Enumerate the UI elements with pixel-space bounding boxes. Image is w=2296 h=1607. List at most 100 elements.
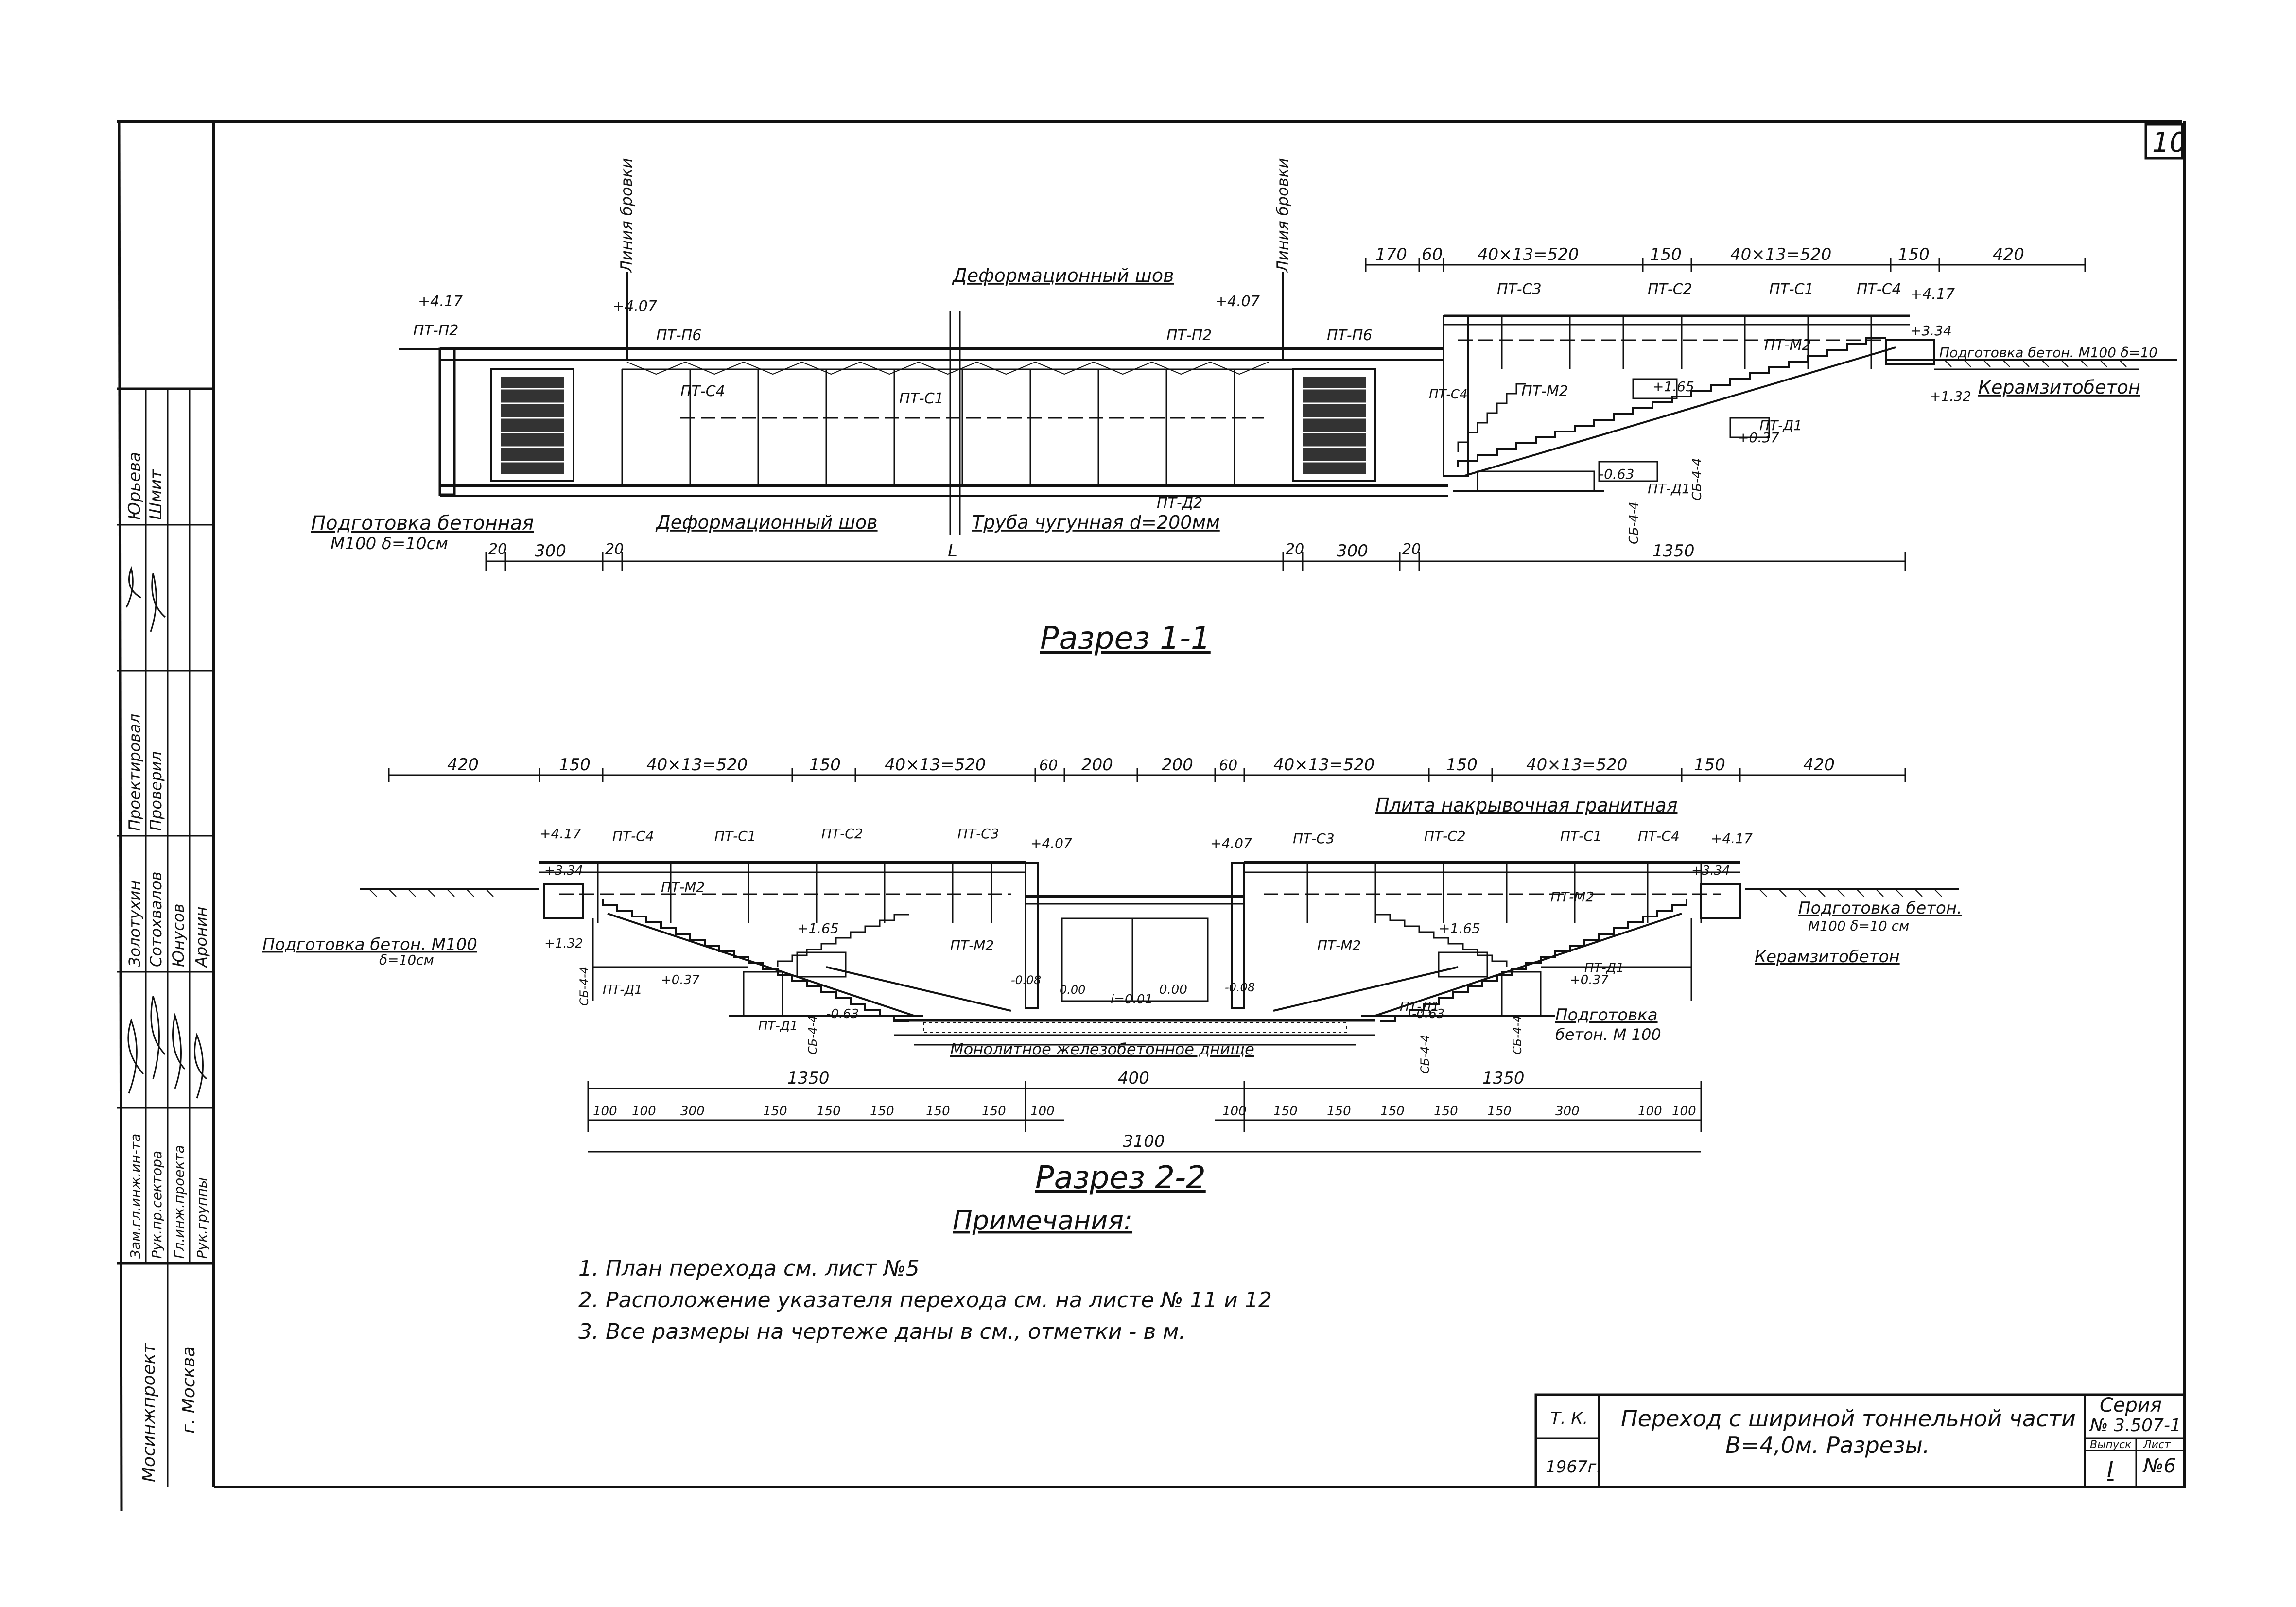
s1-dim-top-0: 170 — [1375, 245, 1407, 264]
tb-sheet-value: №6 — [2142, 1455, 2176, 1477]
tb-year: 1967г. — [1546, 1457, 1601, 1477]
s2-mark-16: 0.00 — [1159, 983, 1187, 997]
s2-sd-l-1: 100 — [632, 1104, 656, 1119]
s1-el-12: ПТ-М2 — [1764, 337, 1811, 354]
s1-prep: Подготовка бетонная — [311, 512, 534, 535]
s1-dim-top-4: 40×13=520 — [1730, 245, 1831, 264]
s2-mark-12: -0.63 — [1412, 1007, 1444, 1021]
s2-dim-top-5: 60 — [1039, 757, 1058, 774]
s1-dim-bot-3: L — [948, 541, 957, 561]
s1-keramz: Керамзитобетон — [1978, 377, 2140, 398]
s2-sd-l-4: 150 — [817, 1104, 841, 1119]
s2-mark-17: i=0.01 — [1111, 992, 1153, 1007]
s1-dim-top-3: 150 — [1650, 245, 1682, 264]
s2-el-3: ПТ-С3 — [957, 826, 999, 842]
s2-el-11: ПТ-С4 — [1638, 828, 1680, 844]
s1-prep-right: Подготовка бетон. М100 δ=10 — [1939, 345, 2157, 361]
s2-dim-top-11: 40×13=520 — [1526, 755, 1627, 775]
s2-sd-r-6: 300 — [1555, 1104, 1580, 1119]
s2-el-5: ПТ-М2 — [950, 937, 994, 953]
s1-dim-bot-0: 20 — [488, 541, 507, 558]
s1-mark-2: +4.07 — [1215, 293, 1260, 310]
s2-dim-top-10: 150 — [1446, 755, 1478, 775]
s2-prep-right-sub: М100 δ=10 см — [1808, 918, 1909, 934]
s2-el-8: ПТ-С3 — [1293, 830, 1335, 847]
s2-mark-9: +0.37 — [661, 973, 700, 987]
s1-el-17: СБ-4-4 — [1627, 501, 1641, 544]
s2-dim-top-12: 150 — [1694, 755, 1725, 775]
s2-sd-r-4: 150 — [1434, 1104, 1458, 1119]
s1-el-14: ПТ-Д1 — [1759, 417, 1802, 433]
s2-dim-top-2: 40×13=520 — [646, 755, 748, 775]
s1-line-rails-1: Линия бровки — [617, 158, 636, 273]
s2-sd-r-3: 150 — [1380, 1104, 1405, 1119]
s2-prep-right: Подготовка бетон. — [1798, 899, 1962, 918]
s2-sd-l-2: 300 — [680, 1104, 705, 1119]
s1-dim-bot-4: 20 — [1286, 541, 1304, 558]
tb-tk: Т. К. — [1550, 1409, 1588, 1428]
s2-mark-2: +4.07 — [1030, 835, 1072, 851]
s2-el-14: ПТ-Д1 — [1400, 1000, 1440, 1014]
s1-el-5: ПТ-П6 — [1327, 327, 1372, 344]
s1-el-6: ПТ-С4 — [1429, 387, 1468, 402]
s1-dim-bot-7: 1350 — [1652, 541, 1695, 561]
s2-el-1: ПТ-С1 — [714, 828, 756, 844]
s2-mark-3: +4.07 — [1210, 835, 1252, 851]
section-1-title: Разрез 1-1 — [1040, 621, 1211, 657]
s2-dim-top-9: 40×13=520 — [1273, 755, 1374, 775]
s2-dim-top-3: 150 — [809, 755, 841, 775]
s2-sd-r-7: 100 — [1638, 1104, 1662, 1119]
s2-mark-1: +3.34 — [544, 864, 583, 878]
tb-issue-label: Выпуск — [2090, 1439, 2132, 1451]
tb-sheet-label: Лист — [2143, 1439, 2171, 1451]
s2-sd-r-1: 150 — [1273, 1104, 1298, 1119]
stamp-org: Мосинжпроект — [139, 1343, 159, 1482]
s1-mark-7: +0.37 — [1738, 430, 1779, 446]
sheet-number-box: 10 — [2144, 123, 2187, 160]
section-1-1: 170 60 40×13=520 150 40×13=520 150 420 2… — [311, 158, 2177, 571]
stamp-name-2: Сотохвалов — [147, 872, 165, 967]
s2-dim-top-8: 60 — [1219, 757, 1237, 774]
stamp-city: г. Москва — [179, 1346, 199, 1434]
s1-def-seam-bottom: Деформационный шов — [655, 512, 878, 533]
section-2-title: Разрез 2-2 — [1035, 1160, 1206, 1196]
s2-el-6: ПТ-Д1 — [603, 983, 643, 997]
notes-item-1: 1. План перехода см. лист №5 — [578, 1256, 920, 1281]
s1-el-16: СБ-4-4 — [1690, 458, 1705, 501]
stamp-vname-2: Шмит — [146, 469, 166, 520]
s1-mark-6: +1.32 — [1930, 388, 1971, 404]
s2-el-15: ПТ-Д1 — [1584, 961, 1624, 975]
s2-el-7: ПТ-Д1 — [758, 1019, 798, 1034]
s1-dim-bot-2: 20 — [605, 541, 624, 558]
s2-el-12: ПТ-М2 — [1550, 889, 1594, 905]
s2-el-0: ПТ-С4 — [612, 828, 654, 844]
s2-sd-r-8: 100 — [1672, 1104, 1696, 1119]
s1-el-11: ПТ-С4 — [1857, 281, 1901, 298]
s1-el-2: ПТ-С4 — [680, 383, 725, 400]
s2-sd-l-7: 150 — [982, 1104, 1006, 1119]
s2-prep-left-sub: δ=10см — [379, 952, 434, 968]
s2-small-dims-right: 100 150 150 150 150 150 300 100 100 — [1222, 1104, 1696, 1119]
s2-mark-7: +1.65 — [1439, 920, 1480, 936]
sheet-number: 10 — [2152, 127, 2187, 158]
s2-el-2: ПТ-С2 — [821, 826, 863, 842]
notes: Примечания: 1. План перехода см. лист №5… — [578, 1205, 1272, 1344]
s1-def-seam-top: Деформационный шов — [952, 265, 1174, 286]
s2-dim-top-0: 420 — [447, 755, 479, 775]
s1-dim-bot-1: 300 — [535, 541, 566, 561]
s2-mark-10: +0.37 — [1570, 973, 1609, 987]
s2-sd-l-0: 100 — [593, 1104, 617, 1119]
s2-monolith: Монолитное железобетонное днище — [950, 1040, 1254, 1058]
s2-mark-4: +4.17 — [1711, 830, 1753, 847]
s2-mark-5: +3.34 — [1691, 864, 1730, 878]
s2-el-17: СБ-4-4 — [806, 1015, 819, 1054]
s2-sd-l-8: 100 — [1030, 1104, 1055, 1119]
s1-mark-3: +4.17 — [1910, 286, 1955, 303]
s2-el-19: СБ-4-4 — [1511, 1015, 1524, 1054]
s1-dim-bot-6: 20 — [1402, 541, 1421, 558]
tb-series-label: Серия — [2100, 1394, 2162, 1417]
tb-series-value: № 3.507-1 — [2089, 1416, 2181, 1435]
s1-dim-top-6: 420 — [1993, 245, 2024, 264]
s2-sd-r-0: 100 — [1222, 1104, 1247, 1119]
